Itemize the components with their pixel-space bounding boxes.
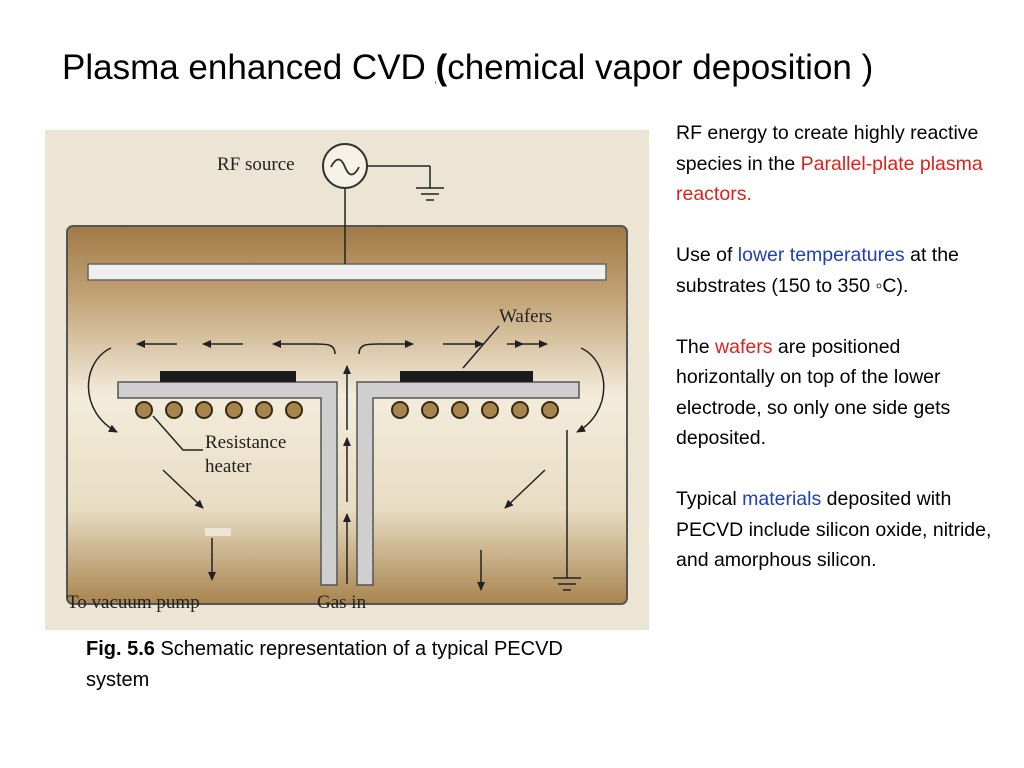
top-electrode bbox=[87, 263, 607, 281]
slide-title: Plasma enhanced CVD (chemical vapor depo… bbox=[62, 48, 873, 88]
heater-balls-right bbox=[391, 401, 559, 419]
gas-in-label: Gas in bbox=[317, 592, 367, 613]
rf-source-label: RF source bbox=[217, 154, 295, 175]
wafer-left bbox=[160, 371, 296, 382]
caption-bold: Fig. 5.6 bbox=[86, 638, 155, 660]
highlight-parallel-plate: Parallel-plate plasma reactors. bbox=[676, 152, 983, 206]
caption-text: Schematic representation of a typical PE… bbox=[86, 638, 563, 691]
title-part2: chemical vapor deposition ) bbox=[447, 48, 874, 87]
wafer-right bbox=[400, 371, 533, 382]
right-electrode bbox=[356, 381, 580, 586]
highlight-lower-temperatures: lower temperatures bbox=[737, 244, 905, 266]
highlight-wafers: wafers bbox=[715, 335, 773, 358]
title-part1: Plasma enhanced CVD bbox=[62, 48, 436, 87]
title-paren: ( bbox=[435, 48, 448, 87]
resistance-label: Resistance bbox=[205, 432, 286, 453]
pecvd-schematic: RF source bbox=[45, 130, 649, 630]
left-electrode bbox=[117, 381, 338, 586]
heater-label: heater bbox=[205, 456, 252, 477]
paragraph-wafers: The wafers are positioned horizontally o… bbox=[676, 335, 951, 450]
paragraph-rf: RF energy to create highly reactive spec… bbox=[676, 122, 983, 206]
heater-balls-left bbox=[135, 401, 303, 419]
curve-arrow-right bbox=[576, 347, 605, 433]
highlight-materials: materials bbox=[742, 488, 822, 510]
bullet-text: RF energy to create highly reactive spec… bbox=[676, 118, 996, 606]
vacuum-pump-label: To vacuum pump bbox=[67, 592, 200, 613]
paragraph-temperature: Use of lower temperatures at the substra… bbox=[676, 244, 959, 297]
pecvd-diagram: RF source bbox=[66, 143, 628, 613]
ground-icon-bottom bbox=[553, 577, 581, 591]
ground-icon bbox=[416, 187, 444, 201]
curve-arrow-left bbox=[87, 347, 118, 433]
figure-caption: Fig. 5.6 Schematic representation of a t… bbox=[86, 634, 576, 696]
paragraph-materials: Typical materials deposited with PECVD i… bbox=[676, 488, 992, 571]
wafers-label: Wafers bbox=[499, 306, 552, 327]
